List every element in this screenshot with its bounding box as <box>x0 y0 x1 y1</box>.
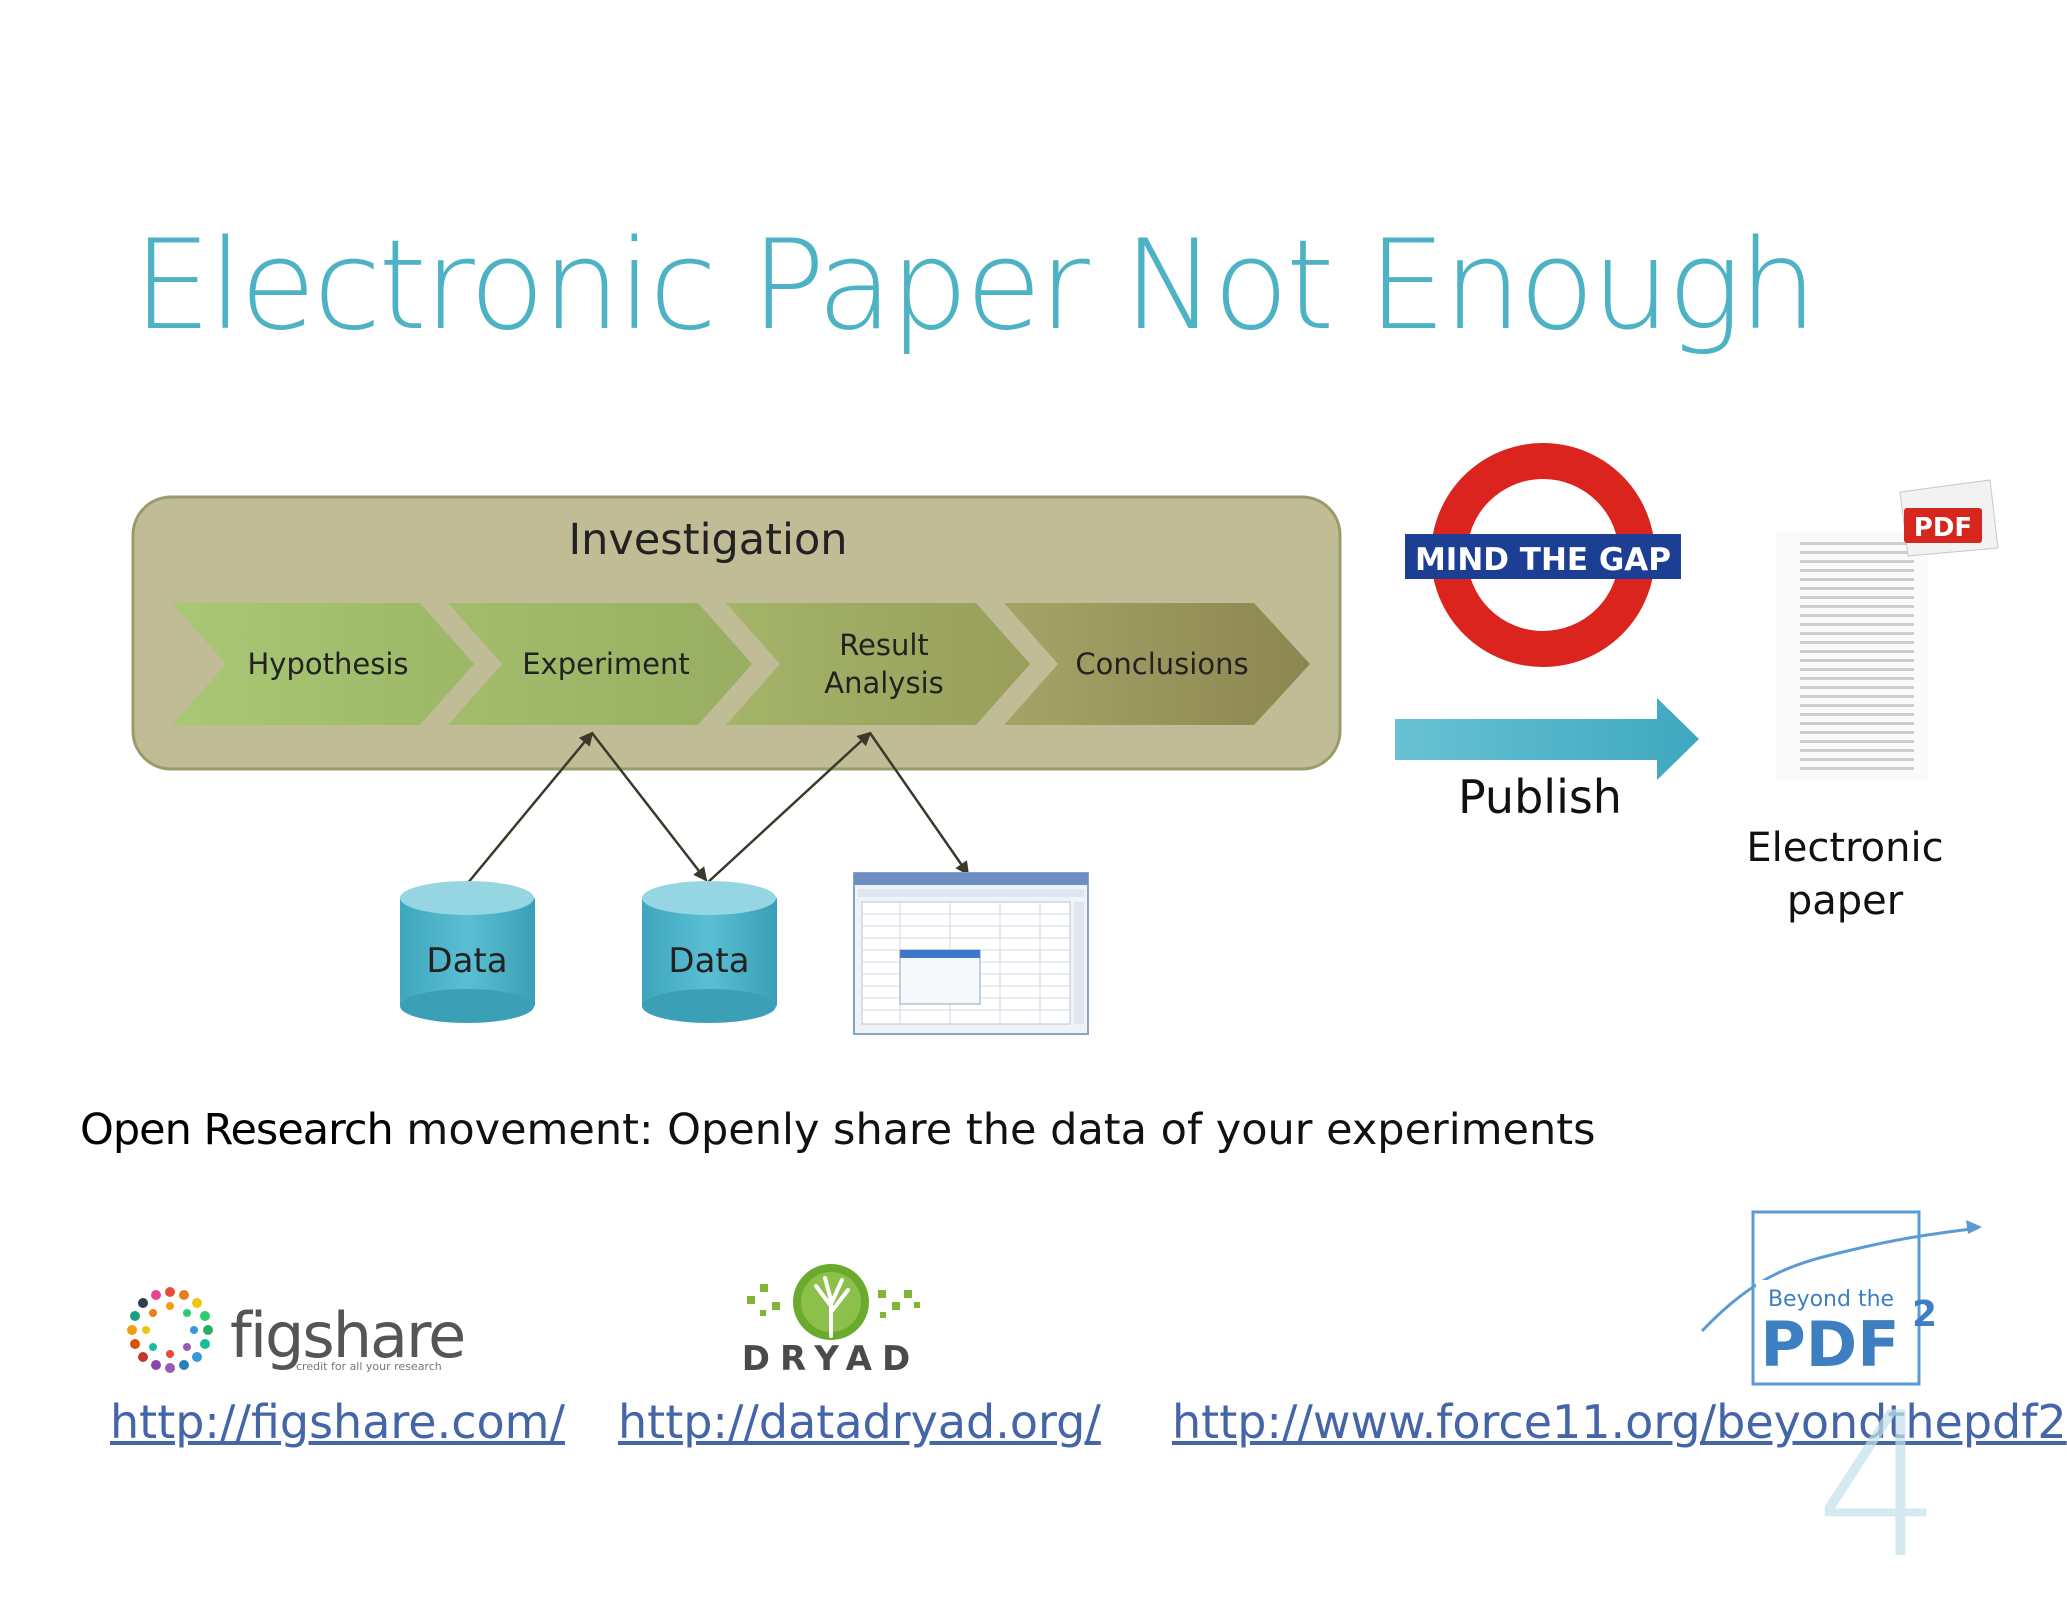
figshare-link[interactable]: http://figshare.com/ <box>110 1395 565 1449</box>
mind-the-gap-sign: MIND THE GAP <box>1405 443 1681 667</box>
beyond-the-pdf-logo: Beyond the PDF 2 <box>1700 1210 1982 1386</box>
result-analysis-chevron <box>726 603 1030 725</box>
slide-number: 4 <box>1815 1370 1943 1603</box>
pdf-badge-text: PDF <box>1914 513 1972 543</box>
conclusions-chevron <box>1004 603 1310 725</box>
dryad-logo: DRYAD <box>742 1264 920 1379</box>
connector-arrow <box>705 731 872 885</box>
result-label: Result <box>839 628 929 662</box>
pdf-document-icon: PDF <box>1776 479 1999 780</box>
force11-link[interactable]: http://www.force11.org/beyondthepdf2 <box>1172 1395 2067 1449</box>
figshare-tagline: credit for all your research <box>296 1360 442 1373</box>
publish-arrow <box>1395 698 1699 780</box>
data-cylinder: Data <box>400 881 535 1023</box>
beyond-line1: Beyond the <box>1768 1287 1894 1312</box>
electronic-paper-label-line1: Electronic <box>1746 825 1944 871</box>
figshare-logo: figshare credit for all your research <box>127 1287 466 1373</box>
connector-arrow <box>868 732 970 876</box>
electronic-paper-label: Electronic paper <box>1740 822 1950 928</box>
connector-arrow <box>466 731 594 885</box>
open-research-bold: Open Research <box>80 1105 394 1155</box>
open-research-rest: movement: Openly share the data of your … <box>392 1105 1596 1155</box>
data-label: Data <box>426 941 507 981</box>
dryad-link[interactable]: http://datadryad.org/ <box>618 1395 1101 1449</box>
slide-title: Electronic Paper Not Enough <box>133 214 1817 358</box>
dryad-wordmark: DRYAD <box>742 1339 920 1379</box>
investigation-diagram: Investigation Hypothesis Experiment Resu… <box>127 443 1999 1386</box>
data-cylinder: Data <box>642 881 777 1023</box>
conclusions-label: Conclusions <box>1075 647 1248 681</box>
figshare-wordmark: figshare <box>230 1299 464 1372</box>
connector-arrow <box>591 732 708 882</box>
experiment-chevron <box>448 603 752 725</box>
beyond-line2: PDF <box>1760 1308 1899 1381</box>
hypothesis-label: Hypothesis <box>248 647 409 681</box>
spreadsheet-thumbnail <box>853 872 1089 1035</box>
experiment-label: Experiment <box>522 647 690 681</box>
open-research-statement: Open Research movement: Openly share the… <box>80 1105 1596 1155</box>
mind-the-gap-text: MIND THE GAP <box>1415 542 1671 578</box>
data-label: Data <box>668 941 749 981</box>
electronic-paper-label-line2: paper <box>1786 878 1904 924</box>
beyond-sup: 2 <box>1912 1294 1937 1335</box>
hypothesis-chevron <box>172 603 474 725</box>
analysis-label: Analysis <box>824 666 943 700</box>
investigation-heading: Investigation <box>568 515 847 565</box>
publish-label: Publish <box>1458 770 1622 824</box>
